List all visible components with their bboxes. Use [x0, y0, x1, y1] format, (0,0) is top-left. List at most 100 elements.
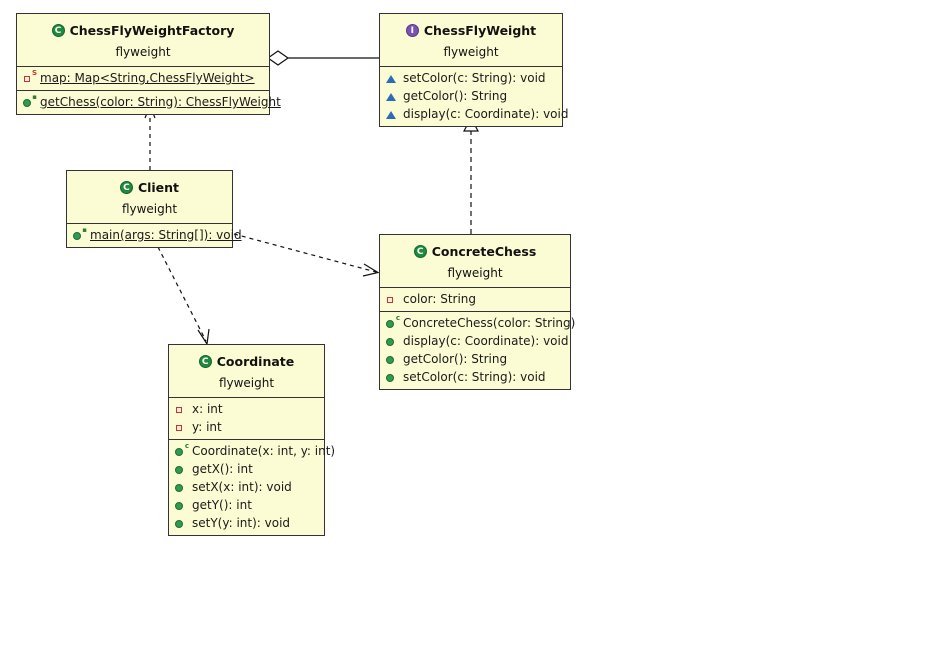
class-name: ChessFlyWeight — [423, 23, 537, 38]
private-field-icon — [385, 293, 398, 306]
public-method-icon — [385, 371, 398, 384]
class-name: ChessFlyWeightFactory — [69, 23, 235, 38]
class-name: Client — [137, 180, 180, 195]
field-label: y: int — [192, 420, 222, 434]
class-package-label: flyweight — [447, 266, 503, 280]
public-method-icon — [174, 517, 187, 530]
class-method[interactable]: display(c: Coordinate): void — [380, 105, 568, 123]
class-method[interactable]: getColor(): String — [380, 87, 562, 105]
method-label: setX(x: int): void — [192, 480, 292, 494]
method-label: getX(): int — [192, 462, 253, 476]
method-label: setColor(c: String): void — [403, 370, 546, 384]
class-method[interactable]: getColor(): String — [380, 350, 570, 368]
interface-icon: I — [405, 24, 419, 37]
method-label: getY(): int — [192, 498, 252, 512]
public-method-icon — [385, 335, 398, 348]
class-name: Coordinate — [216, 354, 295, 369]
section-divider — [17, 66, 269, 67]
private-field-icon — [174, 403, 187, 416]
class-icon: C — [413, 245, 427, 258]
static-badge-icon: S — [31, 68, 37, 77]
constructor-badge-icon: c — [395, 313, 400, 322]
constructor-icon: c — [174, 441, 189, 458]
public-static-method-icon: ▪ — [22, 92, 37, 109]
class-method[interactable]: getY(): int — [169, 496, 324, 514]
class-method[interactable]: setColor(c: String): void — [380, 368, 570, 386]
section-divider — [169, 439, 324, 440]
static-badge-icon: ▪ — [32, 92, 37, 101]
uml-class-client[interactable]: C Client flyweight ▪main(args: String[]): v… — [66, 170, 242, 248]
class-method[interactable]: getX(): int — [169, 460, 324, 478]
class-icon: C — [119, 181, 133, 194]
class-method[interactable]: setX(x: int): void — [169, 478, 324, 496]
private-field-icon — [174, 421, 187, 434]
class-header: I ChessFlyWeight flyweight — [380, 14, 562, 66]
method-label: Coordinate(x: int, y: int) — [192, 444, 336, 458]
constructor-badge-icon: c — [184, 441, 189, 450]
method-label: main(args: String[]): void — [90, 228, 242, 242]
class-package-label: flyweight — [443, 45, 499, 59]
method-label: display(c: Coordinate): void — [403, 107, 569, 121]
relation-realization — [462, 116, 480, 234]
method-label: setColor(c: String): void — [403, 71, 546, 85]
methods-section: setColor(c: String): void getColor(): Str… — [380, 67, 568, 126]
section-divider — [380, 287, 570, 288]
section-divider — [17, 90, 269, 91]
class-header: C Coordinate flyweight — [169, 345, 324, 397]
private-static-field-icon: S — [22, 68, 37, 85]
class-icon: C — [198, 355, 212, 368]
class-field[interactable]: color: String — [380, 290, 570, 308]
class-field[interactable]: x: int — [169, 400, 324, 418]
class-package-label: flyweight — [218, 376, 275, 390]
public-method-icon — [174, 499, 187, 512]
class-icon: C — [51, 24, 65, 37]
class-field[interactable]: y: int — [169, 418, 324, 436]
section-divider — [380, 311, 570, 312]
class-header: C ChessFlyWeightFactory flyweight — [17, 14, 269, 66]
class-package-label: flyweight — [121, 202, 178, 216]
abstract-method-icon — [385, 90, 398, 103]
abstract-method-icon — [385, 108, 398, 121]
public-method-icon — [174, 481, 187, 494]
public-method-icon — [174, 463, 187, 476]
section-divider — [67, 223, 232, 224]
public-static-method-icon: ▪ — [72, 225, 87, 242]
method-label: getChess(color: String): ChessFlyWeight — [40, 95, 281, 109]
field-label: x: int — [192, 402, 223, 416]
constructor-icon: c — [385, 313, 400, 330]
relation-aggregation — [266, 50, 379, 66]
methods-section: ▪main(args: String[]): void — [67, 224, 242, 247]
section-divider — [380, 66, 562, 67]
field-label: map: Map<String,ChessFlyWeight> — [40, 71, 255, 85]
method-label: getColor(): String — [403, 89, 508, 103]
relation-dependency-client-concrete — [233, 233, 380, 277]
class-package-label: flyweight — [115, 45, 171, 59]
class-method[interactable]: setColor(c: String): void — [380, 69, 562, 87]
class-method[interactable]: ▪getChess(color: String): ChessFlyWeight — [17, 92, 281, 111]
class-method[interactable]: ▪main(args: String[]): void — [67, 225, 242, 244]
method-label: display(c: Coordinate): void — [403, 334, 569, 348]
relation-dependency-client-factory — [144, 104, 156, 170]
class-header: C Client flyweight — [67, 171, 232, 223]
method-label: setY(y: int): void — [192, 516, 291, 530]
static-badge-icon: ▪ — [82, 225, 87, 234]
fields-section: x: int y: int — [169, 398, 324, 439]
method-label: getColor(): String — [403, 352, 508, 366]
field-label: color: String — [403, 292, 477, 306]
class-method[interactable]: setY(y: int): void — [169, 514, 324, 532]
uml-class-interface[interactable]: I ChessFlyWeight flyweight setColor(c: Stri… — [379, 13, 568, 127]
class-method[interactable]: display(c: Coordinate): void — [380, 332, 570, 350]
method-label: ConcreteChess(color: String) — [403, 316, 576, 330]
section-divider — [169, 397, 324, 398]
